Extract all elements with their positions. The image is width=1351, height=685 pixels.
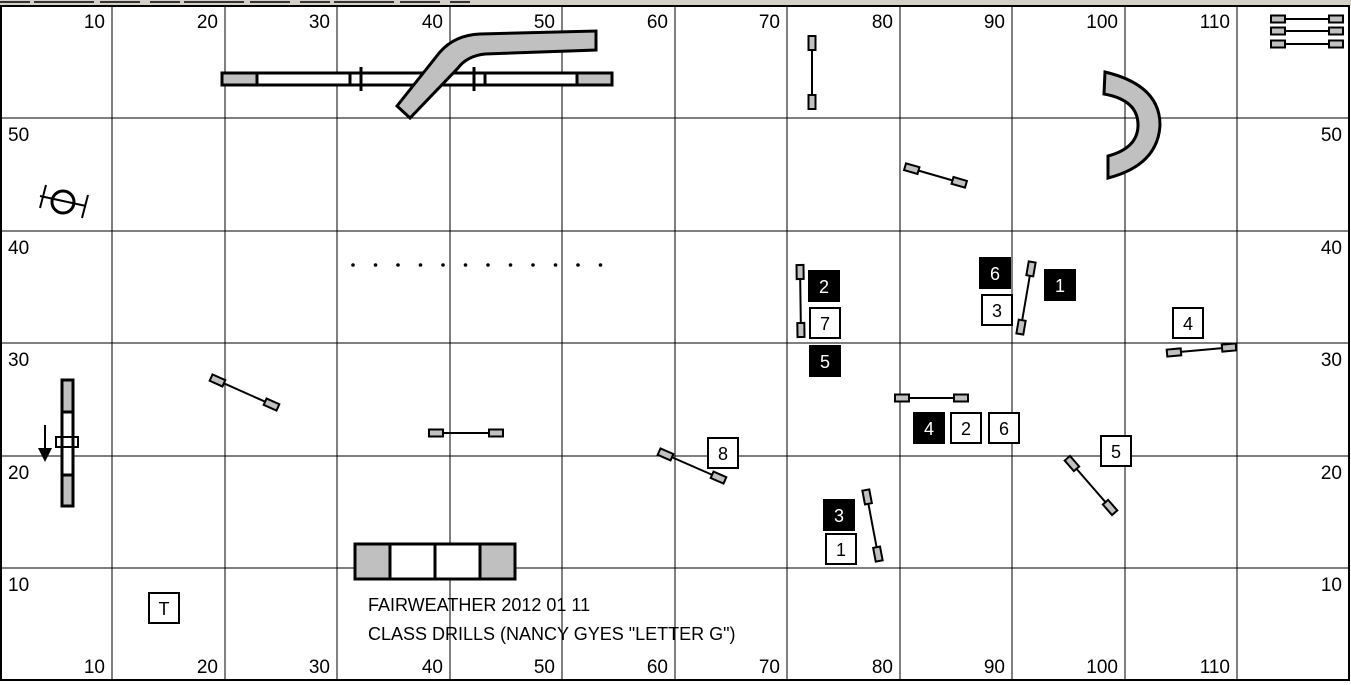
y-axis-label-left: 50 xyxy=(8,125,29,146)
x-axis-label-bottom: 30 xyxy=(309,657,330,678)
x-axis-label-top: 90 xyxy=(984,12,1005,33)
bar-jump xyxy=(807,35,817,110)
marker-number: 1 xyxy=(1055,276,1065,296)
black-number-marker: 5 xyxy=(809,345,841,377)
teeter xyxy=(55,378,79,508)
marker-number: 8 xyxy=(718,444,728,464)
y-axis-label-right: 10 xyxy=(1321,575,1342,596)
marker-number: T xyxy=(159,599,170,619)
x-axis-label-top: 50 xyxy=(534,12,555,33)
y-axis-label-right: 30 xyxy=(1321,350,1342,371)
y-axis-label-right: 20 xyxy=(1321,463,1342,484)
marker-number: 2 xyxy=(961,419,971,439)
marker-number: 1 xyxy=(836,540,846,560)
bar-jump xyxy=(1063,454,1119,517)
bar-jump xyxy=(1270,14,1344,24)
x-axis-label-bottom: 40 xyxy=(422,657,443,678)
curved-tunnel xyxy=(1102,70,1162,180)
y-axis-label-right: 40 xyxy=(1321,238,1342,259)
white-number-marker: 1 xyxy=(825,533,857,565)
marker-number: 5 xyxy=(1111,442,1121,462)
x-axis-label-bottom: 10 xyxy=(84,657,105,678)
x-axis-label-top: 30 xyxy=(309,12,330,33)
marker-number: 6 xyxy=(990,264,1000,284)
bar-jump xyxy=(208,373,281,412)
white-number-marker: 6 xyxy=(988,412,1020,444)
y-axis-label-left: 30 xyxy=(8,350,29,371)
x-axis-label-top: 60 xyxy=(647,12,668,33)
a-frame xyxy=(353,542,517,581)
marker-number: 3 xyxy=(992,301,1002,321)
bar-jump xyxy=(902,162,969,189)
x-axis-label-top: 100 xyxy=(1086,12,1118,33)
marker-number: 5 xyxy=(820,352,830,372)
toolbar-strip xyxy=(0,0,1351,5)
y-axis-label-left: 20 xyxy=(8,463,29,484)
black-number-marker: 6 xyxy=(979,257,1011,289)
bar-jump xyxy=(1165,342,1238,358)
y-axis-label-left: 10 xyxy=(8,575,29,596)
x-axis-label-top: 40 xyxy=(422,12,443,33)
x-axis-label-bottom: 100 xyxy=(1086,657,1118,678)
course-title: FAIRWEATHER 2012 01 11 xyxy=(368,595,590,615)
x-axis-label-top: 80 xyxy=(872,12,893,33)
course-subtitle: CLASS DRILLS (NANCY GYES "LETTER G") xyxy=(368,624,736,644)
marker-number: 3 xyxy=(834,506,844,526)
table-marker: T xyxy=(148,592,180,624)
x-axis-label-bottom: 70 xyxy=(759,657,780,678)
marker-number: 2 xyxy=(819,277,829,297)
marker-number: 4 xyxy=(1183,314,1193,334)
x-axis-label-bottom: 90 xyxy=(984,657,1005,678)
bar-jump xyxy=(894,393,969,403)
bar-jump xyxy=(1270,39,1344,49)
x-axis-label-top: 10 xyxy=(84,12,105,33)
bar-jump xyxy=(1015,260,1037,336)
number-markers: 1 2 3 4 5 6 1 2 3 4 5 6 7 8T xyxy=(148,257,1204,624)
weave-poles xyxy=(351,263,603,267)
bar-jump xyxy=(795,263,806,339)
black-number-marker: 3 xyxy=(823,499,855,531)
x-axis-label-top: 110 xyxy=(1200,12,1230,33)
marker-number: 7 xyxy=(820,314,830,334)
bar-jump xyxy=(428,428,504,438)
white-number-marker: 5 xyxy=(1100,435,1132,467)
grid xyxy=(1,6,1349,680)
jumps xyxy=(208,14,1344,563)
tire-jump xyxy=(39,184,89,219)
x-axis-label-bottom: 80 xyxy=(872,657,893,678)
direction-arrow-icon xyxy=(38,425,52,462)
tunnel xyxy=(394,29,598,121)
black-number-marker: 4 xyxy=(913,412,945,444)
bar-jump xyxy=(861,488,884,563)
axis-labels: 10 10 20 20 30 30 40 40 50 50 60 60 70 70 80 80 90 90 100 1… xyxy=(8,12,1342,678)
x-axis-label-bottom: 50 xyxy=(534,657,555,678)
bar-jump xyxy=(656,447,728,485)
white-number-marker: 7 xyxy=(809,307,841,339)
x-axis-label-bottom: 20 xyxy=(197,657,218,678)
bar-jump xyxy=(1270,26,1344,36)
x-axis-label-bottom: 60 xyxy=(647,657,668,678)
marker-number: 6 xyxy=(999,419,1009,439)
white-number-marker: 8 xyxy=(707,437,739,469)
x-axis-label-top: 70 xyxy=(759,12,780,33)
black-number-marker: 2 xyxy=(808,270,840,302)
x-axis-label-top: 20 xyxy=(197,12,218,33)
white-number-marker: 2 xyxy=(950,412,982,444)
white-number-marker: 3 xyxy=(981,294,1013,326)
y-axis-label-right: 50 xyxy=(1321,125,1342,146)
black-number-marker: 1 xyxy=(1044,269,1076,301)
white-number-marker: 4 xyxy=(1172,307,1204,339)
marker-number: 4 xyxy=(924,419,934,439)
y-axis-label-left: 40 xyxy=(8,238,29,259)
x-axis-label-bottom: 110 xyxy=(1200,657,1230,678)
